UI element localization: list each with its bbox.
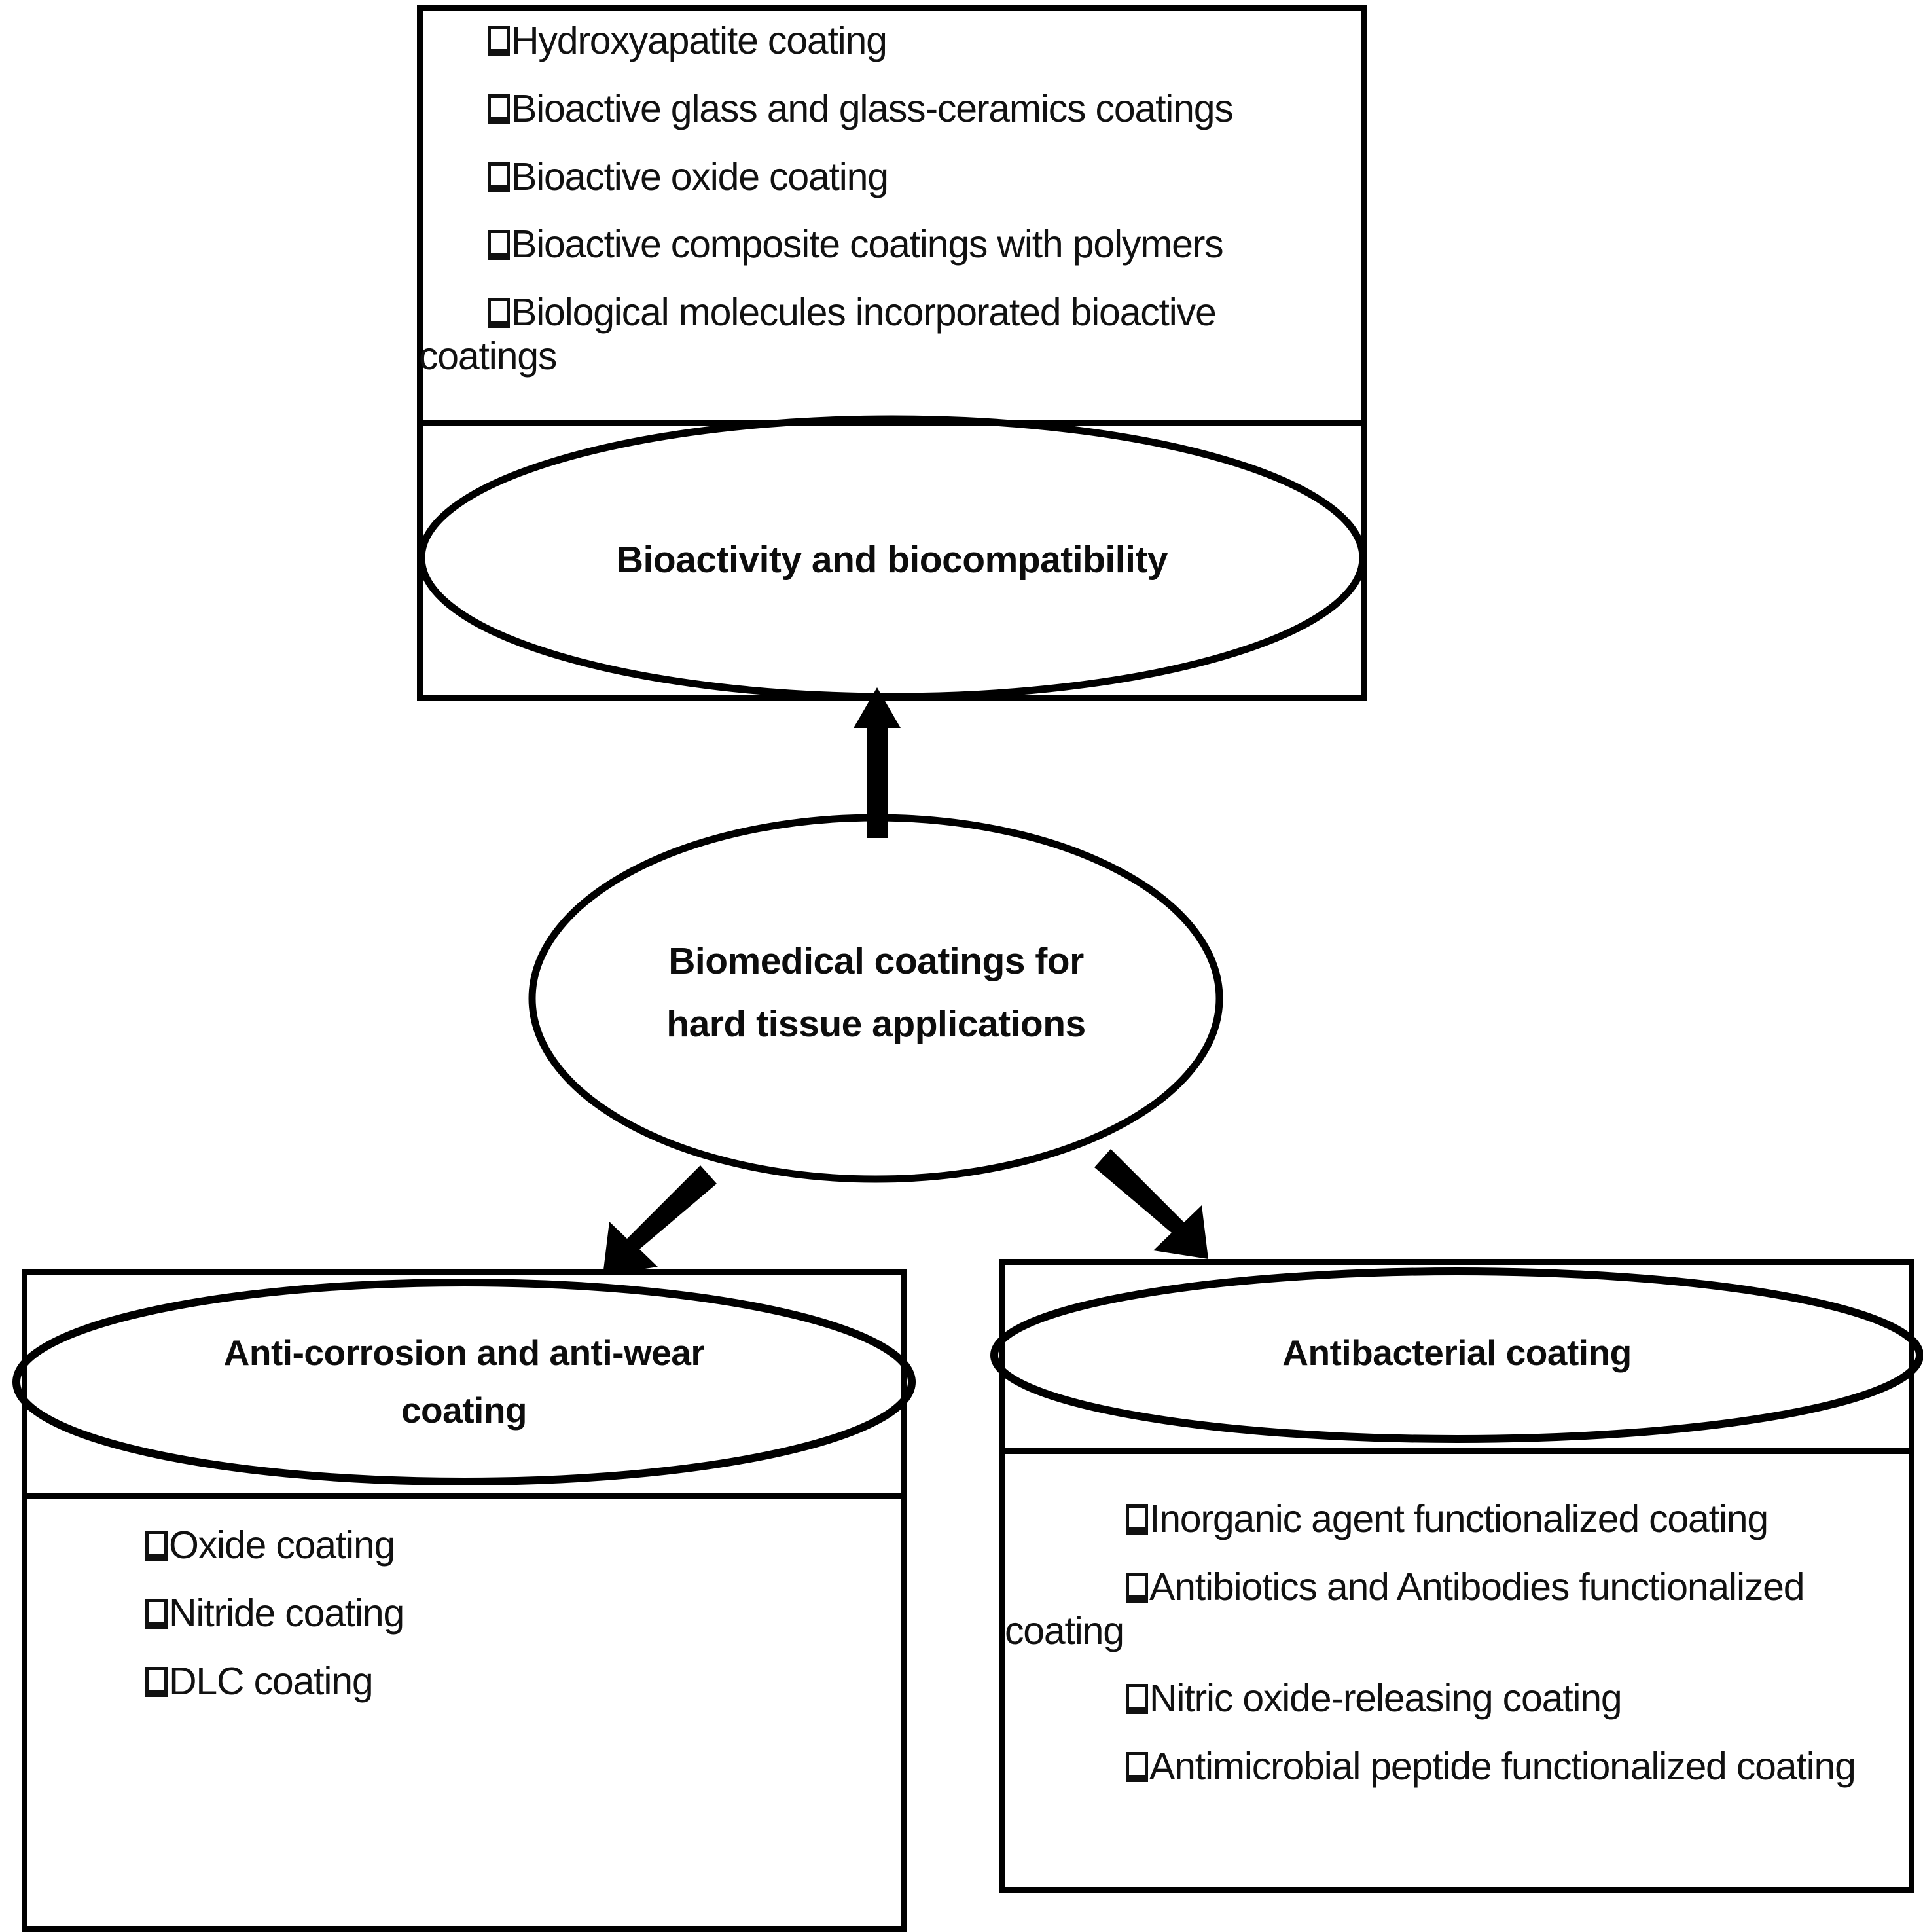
list-item: Bioactive oxide coating	[488, 155, 1352, 198]
list-item: Inorganic agent functionalized coating	[1126, 1499, 1911, 1539]
top-node-ellipse-label: Bioactivity and biocompatibility	[616, 539, 1168, 581]
list-item: Antibiotics and Antibodies functionalize…	[1005, 1565, 1911, 1651]
checkbox-bullet-icon	[488, 230, 510, 261]
bottom-left-node-bullet-list: Oxide coating Nitride coating DLC coatin…	[145, 1525, 865, 1701]
list-item-continuation: coatings	[419, 334, 557, 378]
list-item-label: DLC coating	[169, 1659, 374, 1703]
list-item: Oxide coating	[145, 1525, 865, 1565]
arrow-center-to-bottom-left-node	[603, 1165, 717, 1275]
checkbox-bullet-icon	[488, 298, 510, 329]
list-item-label: Nitric oxide-releasing coating	[1149, 1677, 1623, 1721]
list-item-label: Bioactive glass and glass-ceramics coati…	[511, 86, 1234, 130]
list-item: Biological molecules incorporated bioact…	[419, 291, 1352, 376]
list-item-label: Oxide coating	[169, 1523, 395, 1567]
list-item: Antimicrobial peptide functionalized coa…	[1126, 1747, 1911, 1787]
center-node-label: Biomedical coatings for hard tissue appl…	[528, 930, 1225, 1055]
arrow-center-to-top-node	[854, 687, 901, 838]
list-item-label: Antimicrobial peptide functionalized coa…	[1149, 1745, 1856, 1789]
list-item-label: Antibiotics and Antibodies functionalize…	[1149, 1565, 1805, 1609]
center-node-label-line1: Biomedical coatings for	[668, 940, 1084, 982]
checkbox-bullet-icon	[488, 26, 510, 56]
checkbox-bullet-icon	[488, 94, 510, 124]
checkbox-bullet-icon	[145, 1531, 168, 1561]
center-node-label-line2: hard tissue applications	[666, 1003, 1086, 1045]
list-item: DLC coating	[145, 1659, 865, 1703]
list-item-label: Biological molecules incorporated bioact…	[511, 291, 1217, 335]
list-item: Hydroxyapatite coating	[488, 21, 1352, 61]
checkbox-bullet-icon	[1126, 1504, 1148, 1535]
list-item-label: Bioactive composite coatings with polyme…	[511, 223, 1224, 266]
bottom-left-node-label-line2: coating	[401, 1390, 528, 1431]
checkbox-bullet-icon	[1126, 1572, 1148, 1603]
bottom-right-node-ellipse-label: Antibacterial coating	[1282, 1332, 1632, 1373]
list-item-label: Bioactive oxide coating	[511, 155, 889, 198]
bottom-left-node-label-line1: Anti-corrosion and anti-wear	[223, 1332, 705, 1373]
top-node-divider	[423, 420, 1361, 426]
checkbox-bullet-icon	[145, 1666, 168, 1697]
top-node-bullet-list: Hydroxyapatite coating Bioactive glass a…	[419, 21, 1352, 376]
checkbox-bullet-icon	[1126, 1684, 1148, 1715]
bottom-right-node-divider	[1005, 1448, 1909, 1454]
bottom-right-node-bullet-list: Inorganic agent functionalized coating A…	[1005, 1499, 1911, 1787]
list-item-label: Inorganic agent functionalized coating	[1149, 1497, 1769, 1540]
checkbox-bullet-icon	[488, 162, 510, 192]
list-item: Nitric oxide-releasing coating	[1126, 1679, 1911, 1719]
list-item: Bioactive glass and glass-ceramics coati…	[488, 86, 1352, 130]
checkbox-bullet-icon	[1126, 1752, 1148, 1783]
bottom-left-node-ellipse-label: Anti-corrosion and anti-wear coating	[22, 1324, 907, 1439]
bottom-left-node-divider	[27, 1493, 901, 1499]
list-item-label: Hydroxyapatite coating	[511, 19, 888, 62]
arrow-center-to-bottom-right-node	[1094, 1149, 1208, 1259]
checkbox-bullet-icon	[145, 1598, 168, 1629]
list-item: Nitride coating	[145, 1591, 865, 1635]
list-item-continuation: coating	[1005, 1609, 1124, 1652]
list-item-label: Nitride coating	[169, 1591, 404, 1635]
list-item: Bioactive composite coatings with polyme…	[488, 225, 1352, 264]
